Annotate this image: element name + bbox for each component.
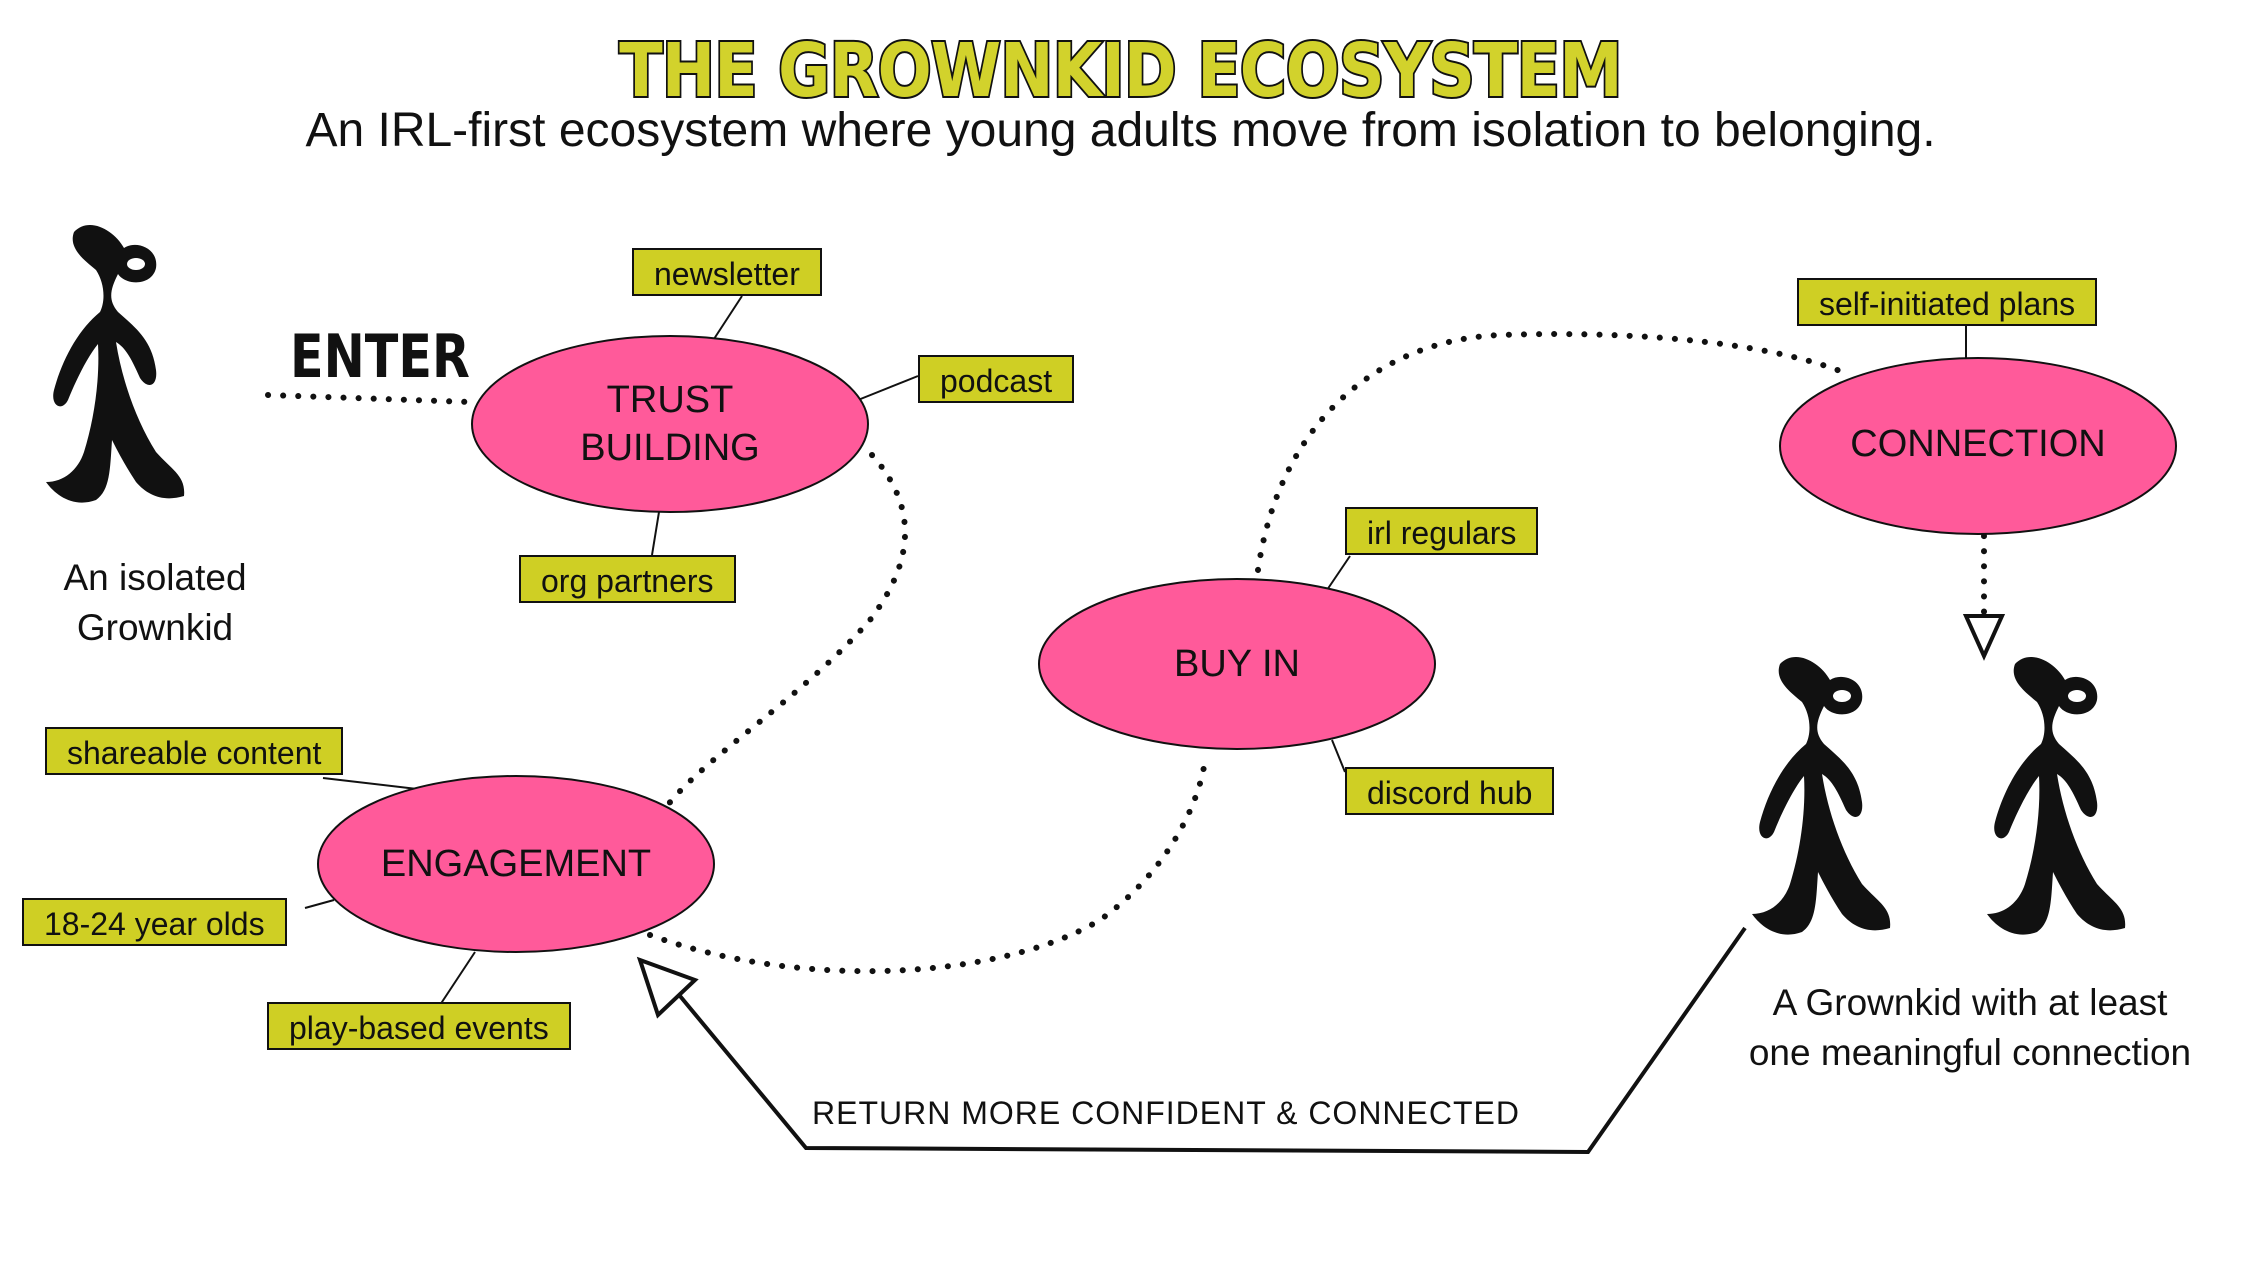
node-buy-in [1038, 578, 1436, 750]
node-engagement [317, 775, 715, 953]
node-label-engagement: ENGAGEMENT [380, 843, 652, 885]
flow-enter-to-trust [265, 392, 473, 405]
grownkid-figure-icon [46, 224, 185, 503]
tag-discord-hub: discord hub [1345, 767, 1555, 815]
node-trust-building [471, 335, 869, 513]
node-label-connection: CONNECTION [1850, 423, 2106, 465]
node-label-buyin: BUY IN [1173, 643, 1300, 685]
return-path [678, 926, 1747, 1155]
end-caption: A Grownkid with at least one meaningful … [1748, 982, 2192, 1073]
page-title: THE GROWNKID ECOSYSTEM [618, 26, 1625, 116]
flow-buyin-to-connection [1255, 331, 1853, 573]
page-subtitle: An IRL-first ecosystem where young adult… [305, 104, 1936, 157]
node-connection [1779, 357, 2177, 535]
tag-shareable-content: shareable content [45, 727, 344, 775]
enter-label: ENTER [290, 322, 470, 392]
tag-org-partners: org partners [519, 555, 736, 603]
grownkid-figure-icon [1987, 656, 2126, 935]
tag-play-based-events: play-based events [267, 1002, 571, 1050]
arrowhead-icon [1962, 614, 2006, 661]
return-label: RETURN MORE CONFIDENT & CONNECTED [812, 1095, 1520, 1131]
flow-trust-to-engagement [661, 452, 908, 813]
flow-engagement-to-buyin [647, 757, 1208, 975]
tag-irl-regulars: irl regulars [1345, 507, 1539, 555]
start-caption: An isolated Grownkid [63, 557, 247, 648]
tag-newsletter: newsletter [632, 248, 822, 296]
tag-self-initiated-plans: self-initiated plans [1797, 278, 2098, 326]
tag-age-range: 18-24 year olds [22, 898, 287, 946]
arrowhead-icon [636, 956, 699, 1019]
grownkid-figure-icon [1752, 656, 1891, 935]
node-label-trust: TRUST BUILDING [580, 379, 760, 469]
tag-podcast: podcast [918, 355, 1075, 403]
